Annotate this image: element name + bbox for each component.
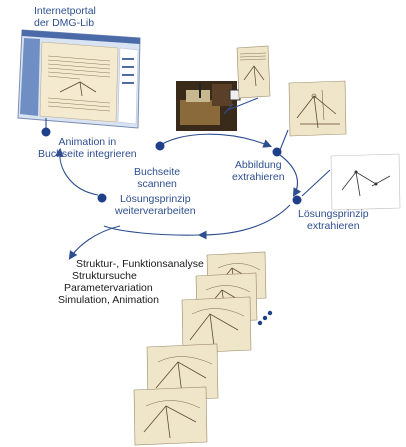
- webportal-screenshot: [17, 29, 141, 129]
- extract-principle-label: Lösungsprinzip extrahieren: [298, 208, 369, 232]
- portal-title: Internetportal der DMG-Lib: [34, 5, 96, 29]
- extract-principle-label-line2: extrahieren: [307, 220, 360, 232]
- process-principle-label: Lösungsprinzip weiterverarbeiten: [115, 193, 196, 217]
- extract-image-label-line1: Abbildung: [234, 159, 282, 171]
- kinematic-sketch: [330, 153, 401, 211]
- scan-label: Buchseite scannen: [134, 166, 180, 190]
- process-principle-label-line2: weiterverarbeiten: [115, 205, 196, 217]
- node-animation: [41, 127, 51, 137]
- portal-title-line1: Internetportal: [34, 5, 96, 17]
- node-extract-principle: [292, 195, 302, 205]
- cycle-nodes: [41, 127, 302, 205]
- scanned-book-page: [236, 45, 271, 99]
- analysis-item-2: Struktursuche: [72, 270, 137, 282]
- scan-label-line1: Buchseite: [134, 166, 181, 178]
- animation-label-line1: Animation in: [58, 136, 117, 148]
- extract-principle-label-line1: Lösungsprinzip: [298, 208, 369, 220]
- cycle-arrows: [45, 97, 331, 260]
- extract-image-label: Abbildung extrahieren: [232, 159, 285, 183]
- animation-label: Animation in Buchseite integrieren: [38, 136, 137, 160]
- node-extract-image: [272, 147, 282, 157]
- analysis-list: Struktur-, Funktionsanalyse Struktursuch…: [58, 258, 204, 306]
- portal-title-line2: der DMG-Lib: [34, 17, 95, 29]
- process-principle-label-line1: Lösungsprinzip: [119, 193, 191, 205]
- animation-label-line2: Buchseite integrieren: [38, 148, 137, 160]
- scanner-photo: [176, 81, 241, 131]
- analysis-item-4: Simulation, Animation: [58, 294, 159, 306]
- node-process-principle: [97, 193, 107, 203]
- analysis-item-1: Struktur-, Funktionsanalyse: [76, 258, 204, 270]
- extracted-figure: [288, 80, 347, 137]
- scan-label-line2: scannen: [137, 178, 177, 190]
- node-scan: [155, 141, 165, 151]
- extract-image-label-line2: extrahieren: [232, 171, 285, 183]
- animation-frames-stack: [133, 251, 273, 446]
- analysis-item-3: Parametervariation: [64, 282, 153, 294]
